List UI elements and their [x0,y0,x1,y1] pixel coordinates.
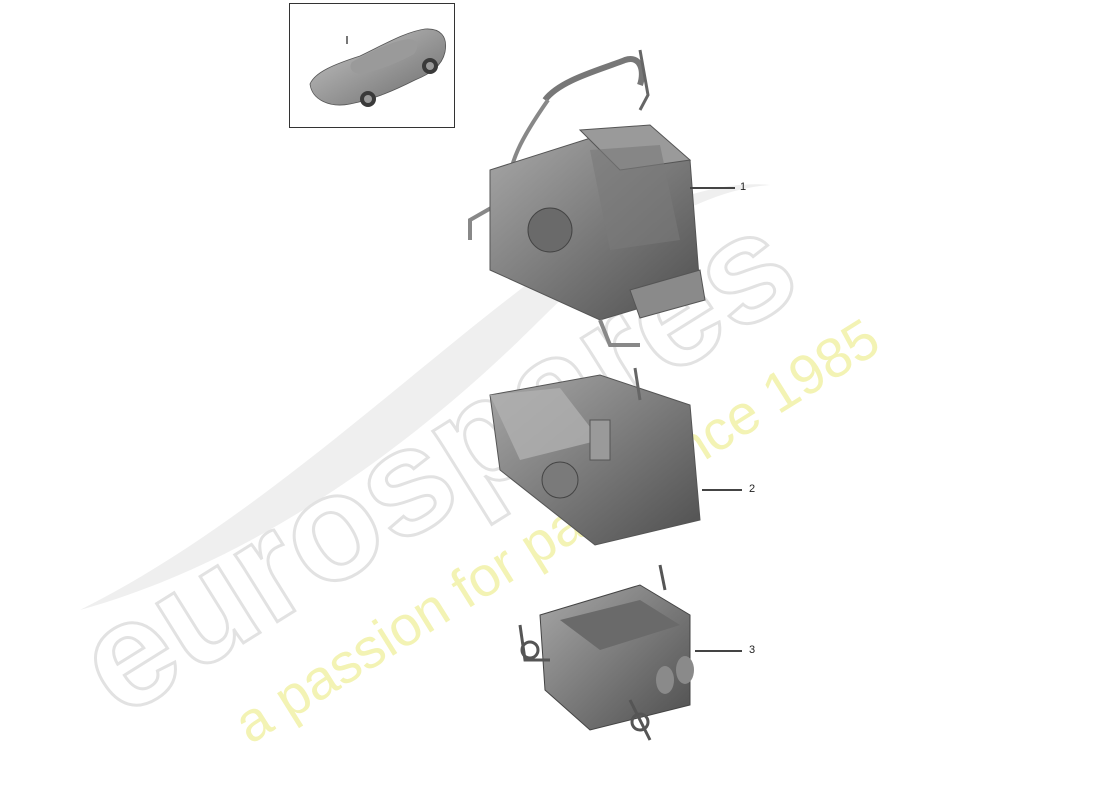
callout-number-2[interactable]: 2 [749,483,756,495]
callout-number-1[interactable]: 1 [740,181,747,193]
callout-line-2 [702,489,742,491]
watermark-swoosh [80,184,770,611]
part-3-engine-block[interactable] [518,564,694,741]
callout-line-3 [695,650,742,652]
vehicle-thumbnail-frame [289,3,455,128]
car-icon [309,28,447,107]
part-1-complete-engine[interactable] [468,49,706,347]
part-2-short-engine[interactable] [489,367,701,546]
callout-line-1 [690,187,735,189]
callout-number-3[interactable]: 3 [749,644,756,656]
